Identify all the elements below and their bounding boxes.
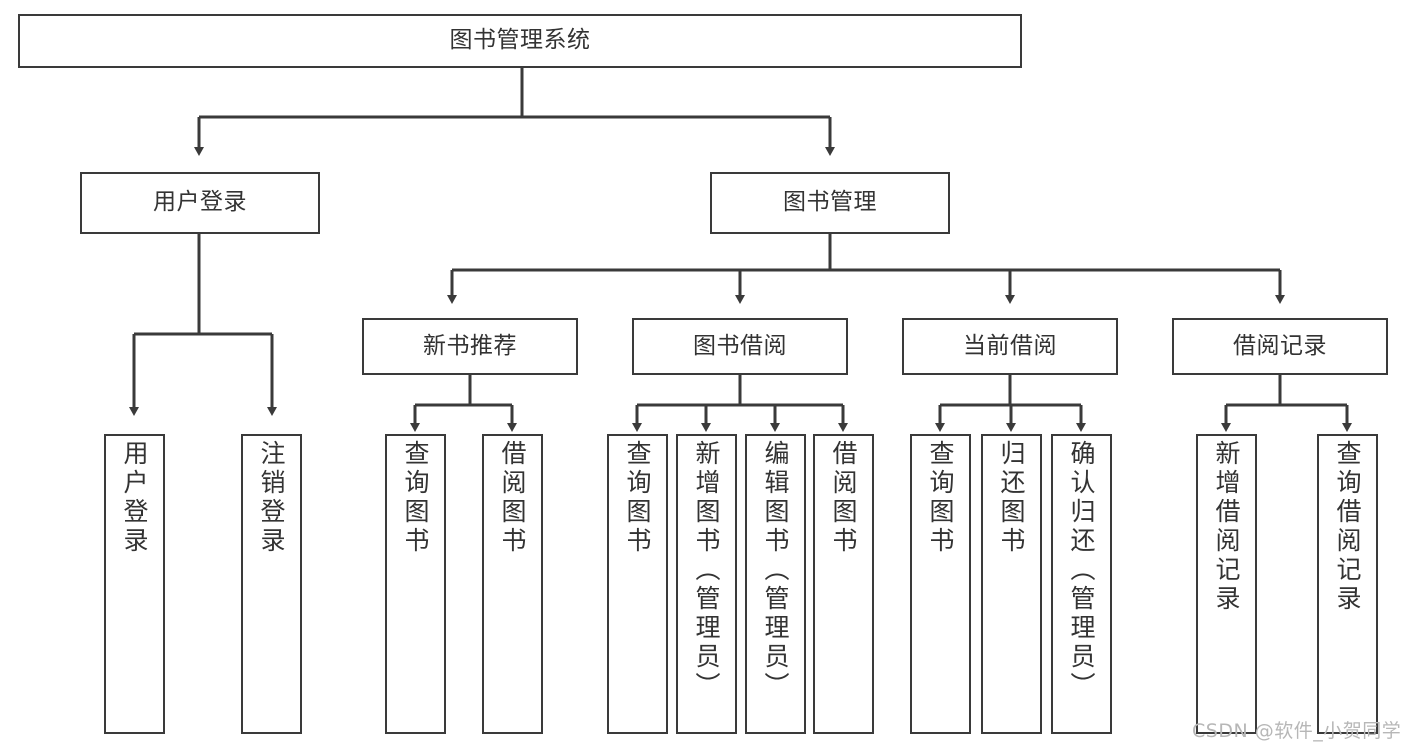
node-book-borrow[interactable]: 图书借阅 xyxy=(632,318,848,375)
leaf-current-return-book[interactable]: 归还图书 xyxy=(981,434,1042,734)
node-current-borrow[interactable]: 当前借阅 xyxy=(902,318,1118,375)
node-new-book-recommend[interactable]: 新书推荐 xyxy=(362,318,578,375)
leaf-borrow-borrow-book[interactable]: 借阅图书 xyxy=(813,434,874,734)
csdn-watermark: CSDN @软件_小贺同学 xyxy=(1192,720,1402,742)
leaf-borrow-add-book-admin[interactable]: 新增图书（管理员） xyxy=(676,434,737,734)
leaf-borrow-query-book[interactable]: 查询图书 xyxy=(607,434,668,734)
node-label: 确认归还（管理员） xyxy=(1067,440,1096,701)
node-borrow-records[interactable]: 借阅记录 xyxy=(1172,318,1388,375)
leaf-current-query-book[interactable]: 查询图书 xyxy=(910,434,971,734)
leaf-new-book-query[interactable]: 查询图书 xyxy=(385,434,446,734)
node-label: 借阅记录 xyxy=(1233,332,1327,359)
node-label: 用户登录 xyxy=(120,440,149,556)
node-label: 当前借阅 xyxy=(963,332,1057,359)
node-label: 归还图书 xyxy=(997,440,1026,556)
node-label: 用户登录 xyxy=(153,189,247,216)
node-label: 查询图书 xyxy=(623,440,652,556)
node-label: 注销登录 xyxy=(257,440,286,556)
leaf-current-confirm-return-admin[interactable]: 确认归还（管理员） xyxy=(1051,434,1112,734)
node-label: 新书推荐 xyxy=(423,332,517,359)
leaf-new-book-borrow[interactable]: 借阅图书 xyxy=(482,434,543,734)
leaf-records-add-record[interactable]: 新增借阅记录 xyxy=(1196,434,1257,734)
node-label: 图书借阅 xyxy=(693,332,787,359)
leaf-records-query-record[interactable]: 查询借阅记录 xyxy=(1317,434,1378,734)
node-label: 编辑图书（管理员） xyxy=(761,440,790,701)
leaf-user-login-signin[interactable]: 用户登录 xyxy=(104,434,165,734)
node-label: 查询图书 xyxy=(401,440,430,556)
node-label: 图书管理 xyxy=(783,189,877,216)
node-label: 图书管理系统 xyxy=(449,27,591,54)
node-label: 查询图书 xyxy=(926,440,955,556)
node-label: 借阅图书 xyxy=(829,440,858,556)
node-label: 新增图书（管理员） xyxy=(692,440,721,701)
node-label: 新增借阅记录 xyxy=(1212,440,1241,614)
node-label: 借阅图书 xyxy=(498,440,527,556)
node-book-management[interactable]: 图书管理 xyxy=(710,172,950,234)
leaf-borrow-edit-book-admin[interactable]: 编辑图书（管理员） xyxy=(745,434,806,734)
node-label: 查询借阅记录 xyxy=(1333,440,1362,614)
node-user-login[interactable]: 用户登录 xyxy=(80,172,320,234)
node-root-book-management-system[interactable]: 图书管理系统 xyxy=(18,14,1022,68)
leaf-user-login-signout[interactable]: 注销登录 xyxy=(241,434,302,734)
